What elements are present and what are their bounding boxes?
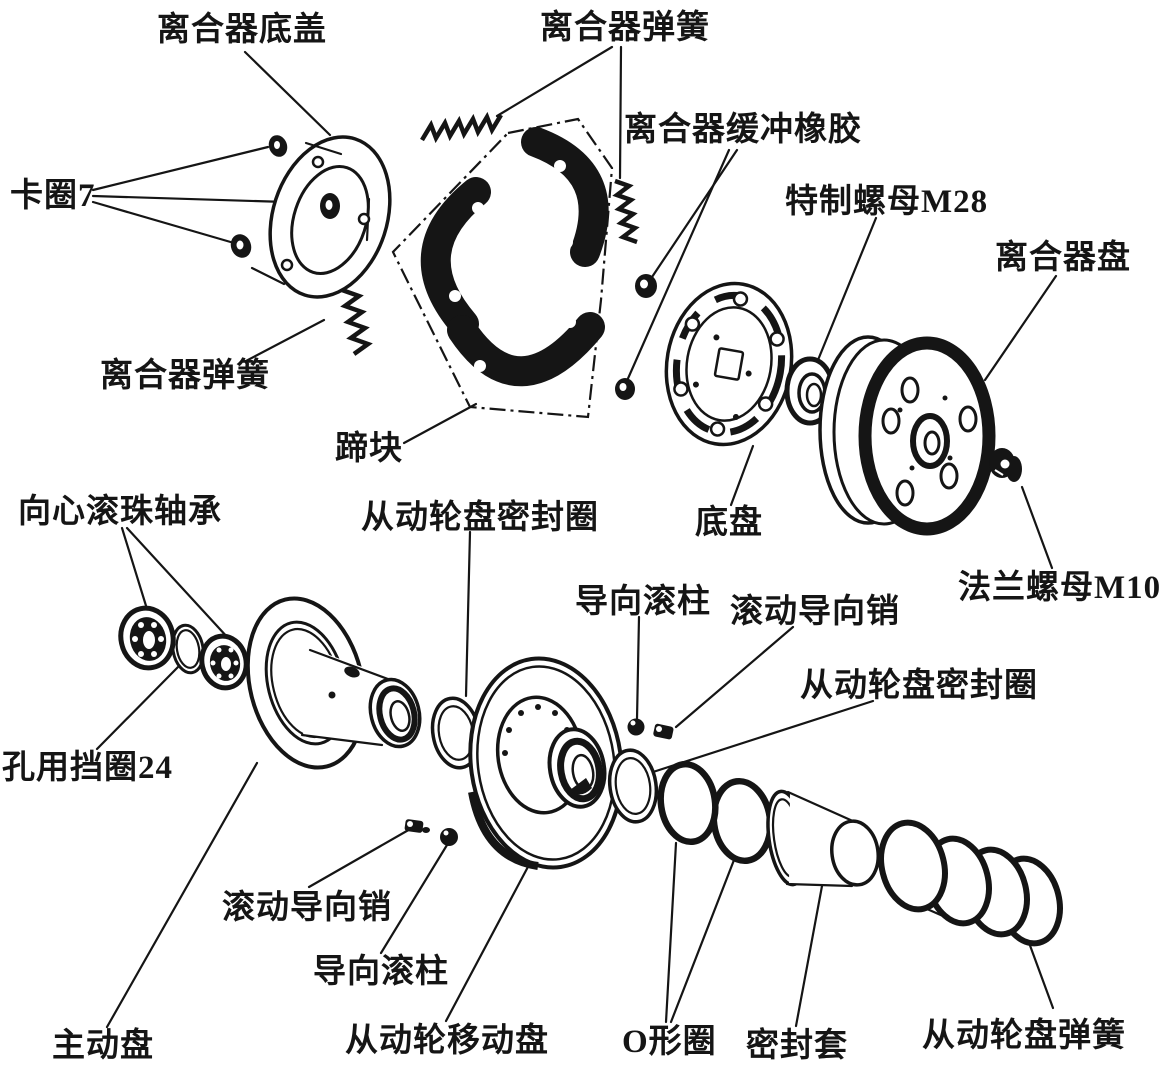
label-radial-ball-bearing: 向心滚珠轴承 bbox=[18, 493, 222, 530]
ball-bearing-right-part bbox=[199, 633, 249, 691]
driving-disc-part bbox=[245, 596, 422, 770]
labels: 离合器底盖 离合器弹簧 卡圈7 离合器缓冲橡胶 特制螺母M28 离合器盘 离合器… bbox=[2, 8, 1161, 1064]
clutch-shoes bbox=[420, 127, 609, 387]
label-driven-disc-spring: 从动轮盘弹簧 bbox=[922, 1016, 1126, 1054]
label-bore-retaining-ring-24: 孔用挡圈24 bbox=[2, 749, 173, 786]
shoe-plate-outline bbox=[391, 117, 614, 419]
label-rolling-guide-pin-upper: 滚动导向销 bbox=[730, 593, 900, 630]
label-clutch-spring-left: 离合器弹簧 bbox=[100, 356, 270, 394]
label-shoe-block: 蹄块 bbox=[335, 430, 403, 467]
label-seal-sleeve: 密封套 bbox=[746, 1026, 848, 1064]
guide-roller-lower-part bbox=[440, 828, 458, 846]
leader-lines bbox=[91, 45, 1058, 1029]
label-clutch-bottom-cover: 离合器底盖 bbox=[157, 10, 327, 48]
clutch-plate-part bbox=[818, 335, 996, 536]
label-rolling-guide-pin-lower: 滚动导向销 bbox=[222, 889, 392, 926]
clutch-spring-coils bbox=[340, 111, 640, 356]
label-driving-disc: 主动盘 bbox=[52, 1026, 154, 1064]
label-driven-disc-seal-right: 从动轮盘密封圈 bbox=[800, 666, 1038, 704]
label-snap-ring-7: 卡圈7 bbox=[10, 177, 96, 214]
label-clutch-plate: 离合器盘 bbox=[995, 238, 1131, 276]
ball-bearing-left-part bbox=[118, 605, 176, 671]
label-driven-wheel-moving-disc: 从动轮移动盘 bbox=[345, 1021, 549, 1059]
label-driven-disc-seal-upper: 从动轮盘密封圈 bbox=[361, 498, 599, 536]
driven-wheel-moving-disc-part bbox=[468, 656, 624, 870]
seal-sleeve-part bbox=[766, 789, 880, 888]
cover-center-hole bbox=[325, 200, 333, 210]
label-guide-roller-lower: 导向滚柱 bbox=[313, 953, 449, 990]
driven-disc-spring-part bbox=[878, 819, 1063, 947]
label-base-plate: 底盘 bbox=[695, 503, 763, 541]
snap-ring-clips bbox=[230, 135, 288, 258]
label-flange-nut-m10: 法兰螺母M10 bbox=[958, 569, 1161, 606]
clutch-bottom-cover-part bbox=[250, 135, 392, 299]
flange-nut-m10-part bbox=[989, 448, 1022, 482]
driven-disc-seal-right-part bbox=[607, 748, 659, 824]
o-ring-parts bbox=[657, 760, 774, 865]
label-o-ring: O形圈 bbox=[622, 1023, 717, 1060]
label-special-nut-m28: 特制螺母M28 bbox=[785, 183, 988, 220]
label-clutch-spring-top: 离合器弹簧 bbox=[540, 8, 710, 46]
label-clutch-buffer-rubber: 离合器缓冲橡胶 bbox=[624, 110, 862, 148]
guide-roller-upper-part bbox=[627, 718, 645, 736]
label-guide-roller-upper: 导向滚柱 bbox=[575, 583, 711, 620]
buffer-rubber-parts bbox=[615, 274, 657, 400]
rolling-guide-pin-upper-part bbox=[653, 723, 674, 740]
rolling-guide-pin-lower-part bbox=[404, 819, 430, 833]
